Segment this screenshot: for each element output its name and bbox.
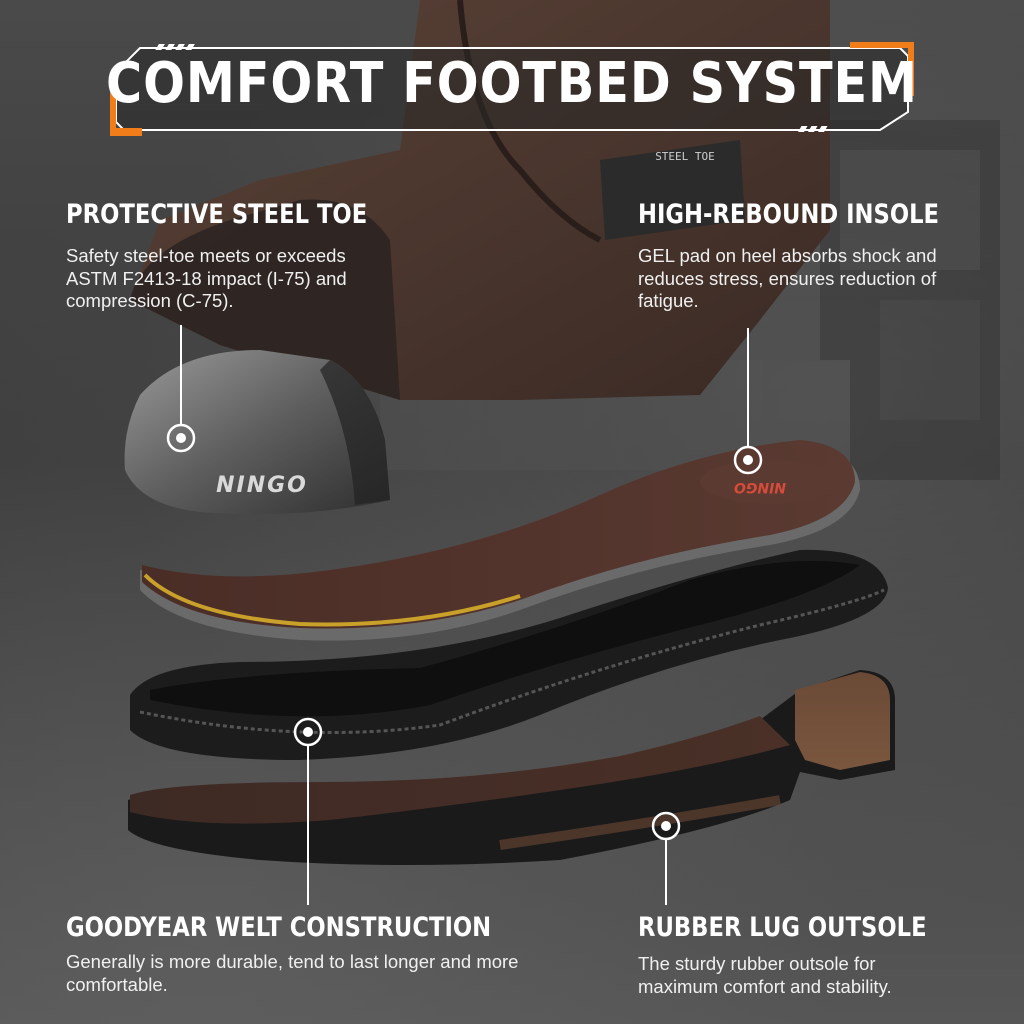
outsole-description: The sturdy rubber outsole for maximum co… [638, 953, 892, 997]
steel-toe-description: Safety steel-toe meets or exceeds ASTM F… [66, 245, 347, 311]
steel-toe-cap [124, 350, 391, 515]
insole-description: GEL pad on heel absorbs shock and reduce… [638, 245, 937, 311]
callout-marker-welt [293, 717, 323, 747]
insole [140, 440, 860, 641]
callout-marker-insole [733, 445, 763, 475]
callout-marker-steel-toe [166, 423, 196, 453]
welt-description: Generally is more durable, tend to last … [66, 951, 519, 995]
callout-lines [180, 325, 749, 905]
rubber-lug-outsole [128, 670, 895, 865]
outsole-heading: RUBBER LUG OUTSOLE [638, 912, 927, 943]
steel-toe-heading: PROTECTIVE STEEL TOE [66, 199, 368, 230]
title-frame [110, 42, 914, 136]
boot-tag-text: STEEL TOE [655, 150, 715, 163]
callout-marker-outsole [651, 811, 681, 841]
welt-heading: GOODYEAR WELT CONSTRUCTION [66, 912, 492, 943]
page-title: COMFORT FOOTBED SYSTEM [106, 51, 918, 116]
goodyear-welt-midsole [130, 549, 888, 760]
insole-heading: HIGH-REBOUND INSOLE [638, 199, 940, 230]
brand-logo-insole: NINGO [734, 479, 786, 495]
brand-logo-toe: NINGO [216, 473, 308, 498]
